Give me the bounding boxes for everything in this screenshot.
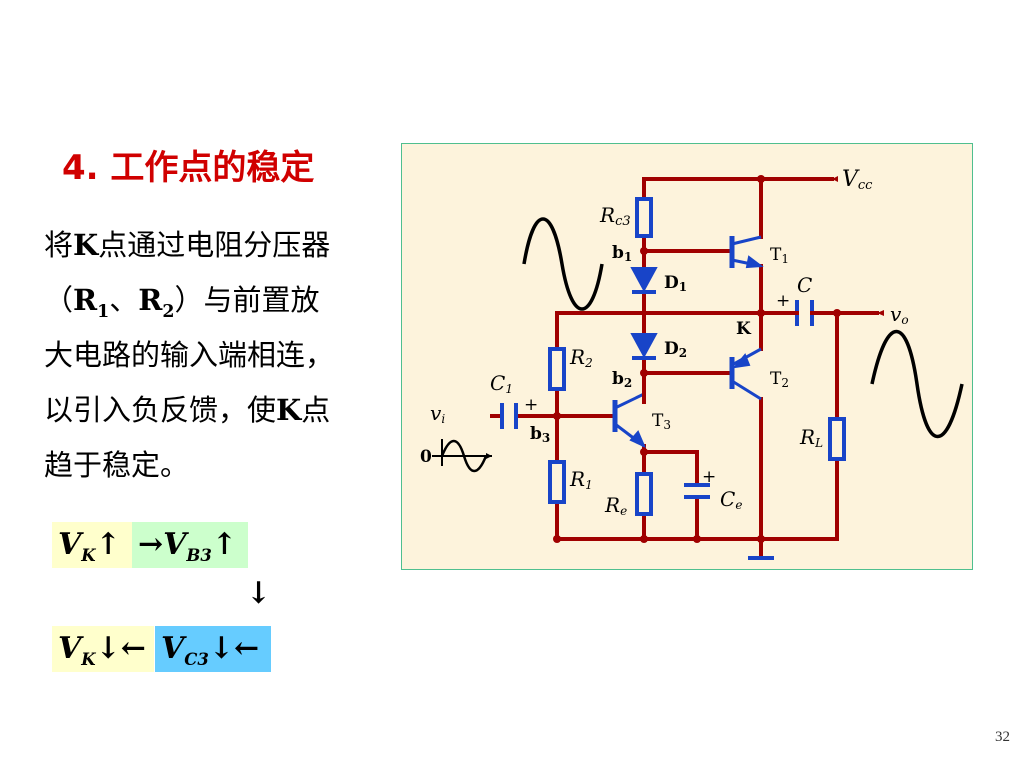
capacitor-c [792,300,819,326]
formula-vc3-down: VC3↓← [155,626,271,672]
label-c1-plus: + [524,395,538,415]
formula-vk-down: VK↓← [52,626,154,672]
diode-d2 [630,333,658,360]
label-vcc: Vcc [842,167,873,193]
label-b3: b3 [530,424,550,445]
label-rc3: Rc3 [599,203,631,229]
label-b2: b2 [612,369,632,390]
resistor-re [635,472,653,516]
formula-vk-up: VK↑ [52,522,144,568]
slide-body-text: 将K点通过电阻分压器 （R1、R2）与前置放 大电路的输入端相连， 以引入负反馈… [44,218,389,493]
label-ce-plus: + [702,467,716,487]
body-line-2: （R1、R2）与前置放 [44,283,320,322]
body-line-3: 大电路的输入端相连， [44,338,335,372]
label-c1: C1 [490,371,513,396]
label-r1: R1 [569,467,593,492]
label-t1: T1 [770,245,789,266]
label-t3: T3 [652,411,671,432]
label-c-plus: + [776,291,790,311]
label-zero: 0 [420,447,432,467]
label-ce: Ce [720,487,742,512]
label-d2: D2 [664,339,687,360]
transistor-t3 [612,392,646,448]
resistor-rl [828,417,846,461]
transistor-t1 [729,235,764,269]
circuit-wires [490,176,884,560]
label-r2: R2 [569,345,593,370]
resistor-r2 [548,347,566,391]
slide-title: 4. 工作点的稳定 [62,148,315,188]
vi-small-wave [432,439,492,473]
label-rl: RL [799,425,823,450]
label-k: K [736,319,752,339]
body-line-1: 将K点通过电阻分压器 [44,228,331,262]
formula-vb3-up: →VB3↑ [132,522,248,568]
output-sine-wave [870,330,964,438]
capacitor-c1 [500,403,518,429]
label-c: C [797,273,812,297]
transistor-t2 [729,347,762,401]
circuit-svg: Vcc Rc3 b1 T1 D1 C + vo K R2 D2 b2 T2 C1… [420,167,964,560]
circuit-diagram: Vcc Rc3 b1 T1 D1 C + vo K R2 D2 b2 T2 C1… [401,143,973,570]
resistor-rc3 [635,197,653,238]
label-vi: vi [430,401,445,426]
label-vo: vo [890,302,909,327]
label-b1: b1 [612,243,632,264]
input-sine-wave [522,217,604,311]
diode-d1 [630,267,658,294]
resistor-r1 [548,460,566,504]
body-line-5: 趋于稳定。 [44,448,190,482]
circuit-junctions [553,175,841,543]
label-t2: T2 [770,369,789,390]
capacitor-ce [684,483,710,499]
body-line-4: 以引入负反馈，使K点 [44,393,331,427]
label-d1: D1 [664,273,687,294]
formula-down-arrow: ↓ [246,576,272,611]
page-number: 32 [995,729,1010,745]
label-re: Re [604,493,627,518]
